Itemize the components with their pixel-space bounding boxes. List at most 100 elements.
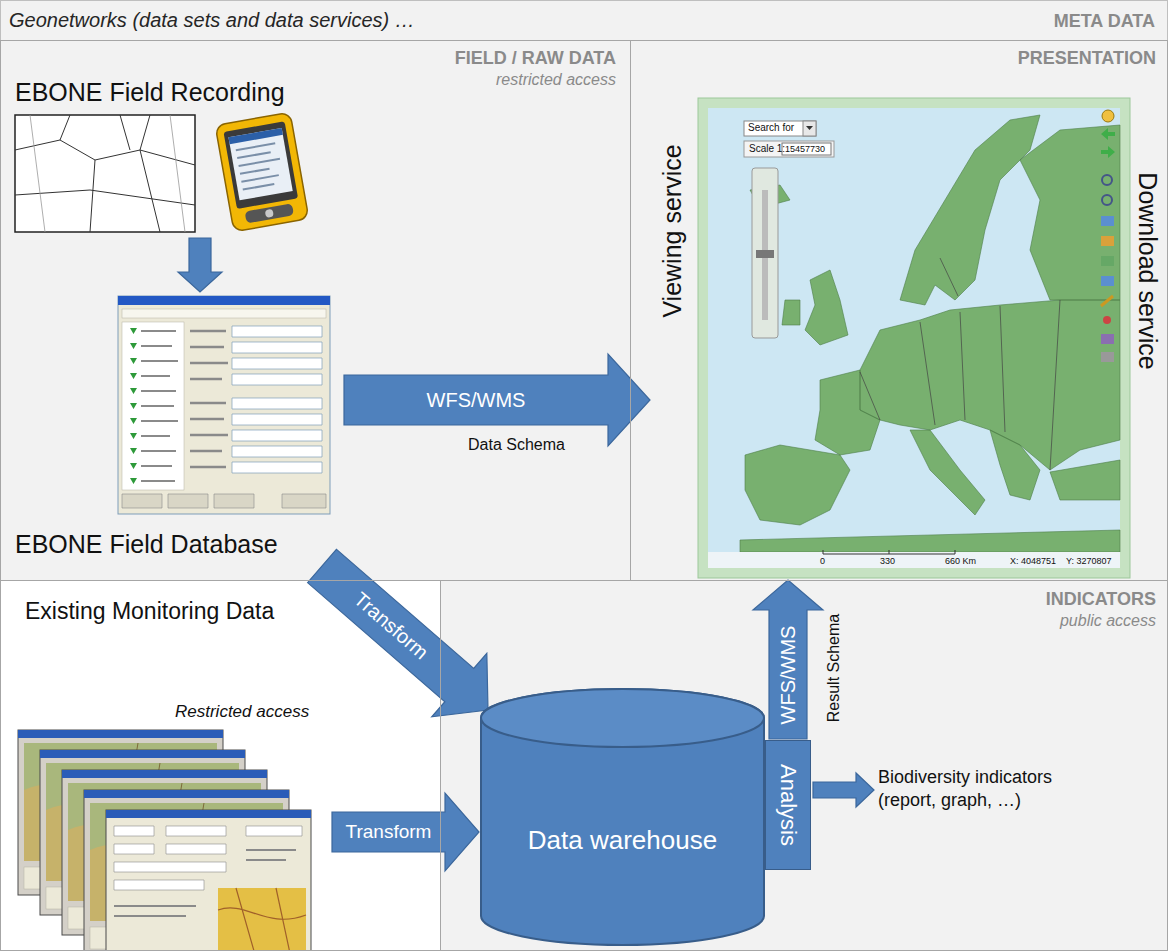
access-note: public access xyxy=(841,612,1156,630)
access-note: restricted access xyxy=(301,71,616,89)
text-slot: restricted access xyxy=(301,71,616,89)
pda-device xyxy=(228,128,292,200)
panel-heading: Existing Monitoring Data xyxy=(25,598,275,624)
panel-heading: INDICATORS xyxy=(841,589,1156,610)
text-slot: public access xyxy=(841,612,1156,630)
node-label: EBONE Field Database xyxy=(15,530,340,559)
map-toolbar xyxy=(1101,296,1113,306)
service-label: Viewing service xyxy=(658,144,687,317)
database-screenshot xyxy=(118,296,330,514)
europe-map xyxy=(744,121,816,136)
map-toolbar xyxy=(1101,352,1114,362)
field-map-sketch xyxy=(15,115,195,232)
text-slot: 660 Km xyxy=(945,556,976,566)
indicators-panel: INDICATORS public accessData warehouse Ana… xyxy=(440,580,1168,951)
monitoring-screenshots xyxy=(218,888,306,951)
text-slot: META DATA xyxy=(901,11,1155,32)
map-toolbar xyxy=(1102,195,1112,205)
map-toolbar xyxy=(1101,216,1114,226)
database-screenshot xyxy=(118,296,330,514)
indicator-output: Biodiversity indicators (report, graph, … xyxy=(878,766,1098,815)
europe-map xyxy=(698,98,1130,578)
map-toolbar xyxy=(1101,236,1114,246)
text-slot: Scale 1: xyxy=(749,143,785,155)
panel-heading: PRESENTATION xyxy=(881,48,1156,69)
map-toolbar xyxy=(1101,276,1114,286)
presentation-panel: PRESENTATION Viewing service Download serv… xyxy=(630,40,1168,581)
europe-map xyxy=(806,126,813,130)
field-map-sketch xyxy=(30,115,185,232)
cylinder-body xyxy=(481,689,764,945)
schema-label: Result Schema xyxy=(825,614,843,723)
scale-bar-label: 660 Km xyxy=(945,556,976,566)
europe-map xyxy=(708,108,1120,568)
monitoring-screenshots xyxy=(106,810,311,951)
map-control-label: Search for xyxy=(748,122,794,134)
map-service-group: Viewing service Download service xyxy=(652,96,1160,578)
monitoring-data-panel: Existing Monitoring DataRestricted acces… xyxy=(0,580,441,951)
panel-heading: FIELD / RAW DATA xyxy=(301,48,616,69)
database-screenshot xyxy=(141,331,178,481)
node-label: Data warehouse xyxy=(480,826,765,856)
map-toolbar xyxy=(1102,175,1112,185)
text-slot: Existing Monitoring Data xyxy=(25,598,275,624)
database-screenshot xyxy=(232,326,322,473)
block-arrow xyxy=(344,354,650,446)
page-heading: Geonetworks (data sets and data services… xyxy=(9,9,769,32)
europe-map xyxy=(756,250,774,258)
field-map-sketch xyxy=(15,115,195,232)
text-slot: Biodiversity indicators (report, graph, … xyxy=(878,766,1093,811)
service-label: Download service xyxy=(1134,172,1163,369)
text-slot: Data Schema xyxy=(468,436,565,454)
europe-map xyxy=(803,121,816,136)
monitoring-screenshots xyxy=(106,810,311,951)
text-slot: X: 4048751 xyxy=(1010,556,1056,566)
block-arrow xyxy=(308,549,488,716)
text-slot: PRESENTATION xyxy=(881,48,1156,69)
scale-bar-label: 0 xyxy=(820,556,825,566)
europe-map xyxy=(823,550,955,554)
database-screenshot xyxy=(118,296,330,305)
access-note: Restricted access xyxy=(175,702,375,722)
map-toolbar xyxy=(1101,256,1114,266)
text-slot: 330 xyxy=(880,556,895,566)
pda-device xyxy=(265,209,274,218)
europe-map xyxy=(752,168,778,338)
text-slot: INDICATORS xyxy=(841,589,1156,610)
panel-heading: META DATA xyxy=(901,11,1155,32)
output-label: Biodiversity indicators (report, graph, … xyxy=(878,766,1093,811)
text-slot: Y: 3270807 xyxy=(1066,556,1112,566)
analysis-box: Analysis xyxy=(765,740,811,870)
block-arrow xyxy=(332,793,479,871)
pda-device xyxy=(236,143,284,190)
scale-bar-label: 330 xyxy=(880,556,895,566)
block-arrow xyxy=(813,773,874,807)
europe-map xyxy=(860,258,1060,470)
text-slot: EBONE Field Recording xyxy=(15,78,320,107)
europe-map xyxy=(698,98,1130,578)
map-coordinate: X: 4048751 xyxy=(1010,556,1056,566)
text-slot: Geonetworks (data sets and data services… xyxy=(9,9,769,32)
map-coordinate: Y: 3270807 xyxy=(1066,556,1112,566)
europe-map xyxy=(782,143,831,155)
monitoring-screenshots xyxy=(218,888,306,951)
node-label: Analysis xyxy=(775,764,800,846)
pda-device xyxy=(215,112,309,232)
pda-device xyxy=(245,203,294,223)
cylinder-outline xyxy=(480,688,765,946)
text-slot: 15457730 xyxy=(785,144,825,154)
database-screenshot xyxy=(190,331,228,467)
arrow-label: WFS/WMS xyxy=(427,389,526,412)
arrow-label: Transform xyxy=(349,587,432,664)
map-toolbar xyxy=(1101,334,1114,344)
text-slot: 0 xyxy=(820,556,825,566)
arrow-label: WFS/WMS xyxy=(777,625,800,724)
database-screenshot xyxy=(130,328,137,484)
map-toolbar xyxy=(1101,146,1115,158)
arrow-label: Transform xyxy=(346,821,432,843)
cylinder-top xyxy=(481,689,764,747)
monitoring-screenshots xyxy=(114,826,302,890)
